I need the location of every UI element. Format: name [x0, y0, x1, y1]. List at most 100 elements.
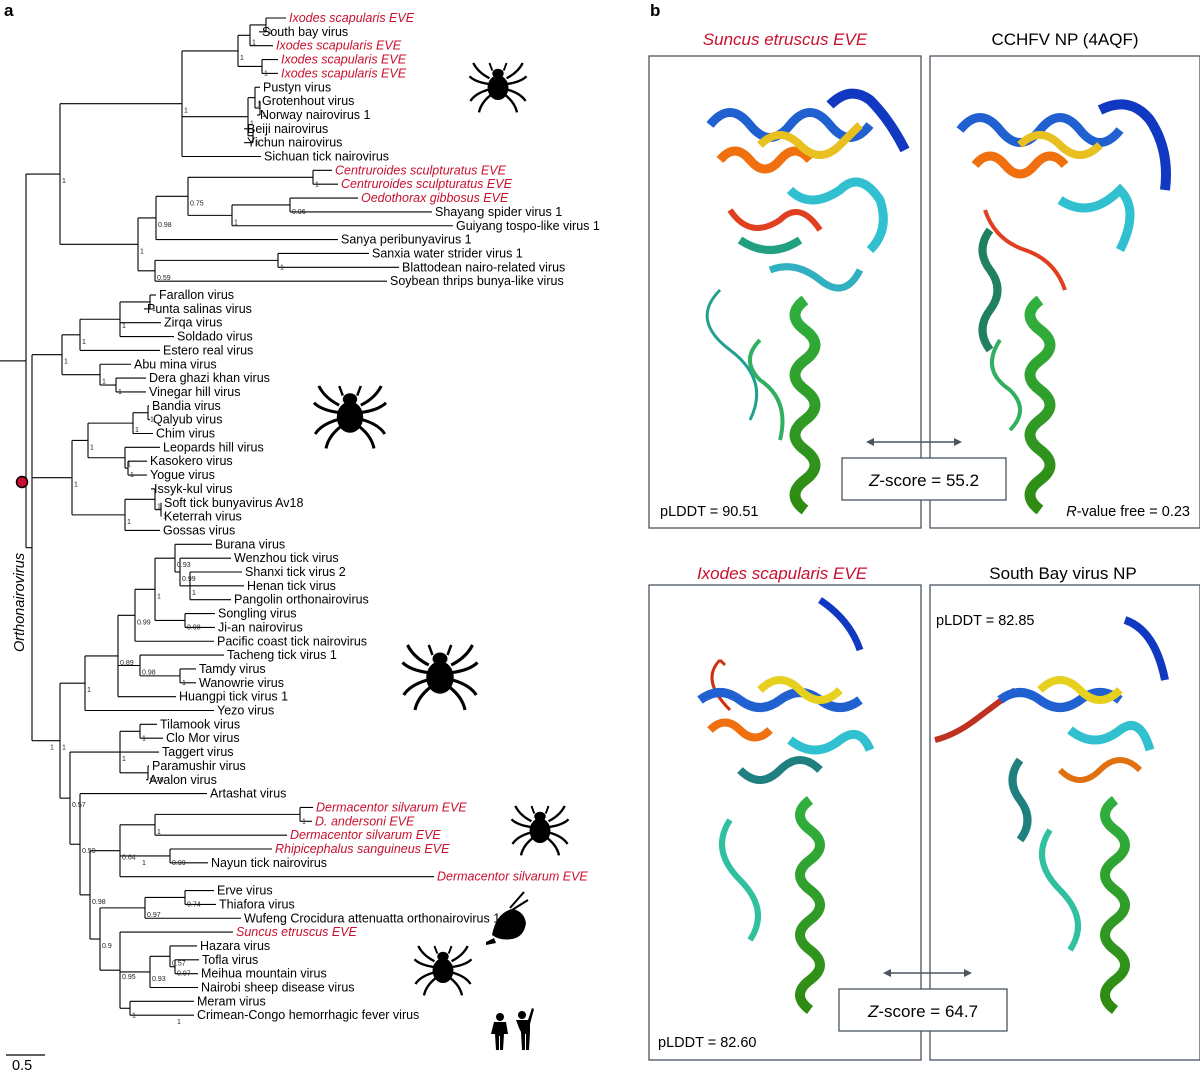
panel-b-label: b	[650, 1, 660, 20]
support-value: 1	[90, 444, 94, 451]
tree-leaf-label: Taggert virus	[162, 745, 234, 759]
support-value: 1	[262, 112, 266, 119]
tree-leaf-label: Estero real virus	[163, 343, 253, 357]
panel-title: CCHFV NP (4AQF)	[991, 30, 1138, 49]
panel-title: South Bay virus NP	[989, 564, 1136, 583]
support-value: 0.98	[142, 669, 156, 676]
tree-leaf-label: Wenzhou tick virus	[234, 551, 339, 565]
tree-leaf-label: Abu mina virus	[134, 357, 217, 371]
tree-leaf-label: Dermacentor silvarum EVE	[290, 828, 441, 842]
support-value: 0.99	[182, 576, 196, 583]
support-value: 1	[135, 427, 139, 434]
structure-panel-top-left: Suncus etruscus EVE pLDDT = 90.51	[648, 30, 922, 529]
tick-silhouette-icon	[413, 944, 473, 997]
tree-leaf-label: Suncus etruscus EVE	[236, 925, 358, 939]
tick-silhouette-icon	[312, 384, 388, 450]
support-value: 1	[132, 1012, 136, 1019]
support-value: 1	[87, 687, 91, 694]
tree-leaf-label: Ixodes scapularis EVE	[281, 66, 407, 80]
tree-leaf-label: Wanowrie virus	[199, 676, 284, 690]
tree-leaf-label: Dermacentor silvarum EVE	[316, 800, 467, 814]
tree-leaf-label: Ji-an nairovirus	[218, 620, 303, 634]
tree-leaf-label: Bandia virus	[152, 399, 221, 413]
tree-leaf-label: Farallon virus	[159, 288, 234, 302]
tree-leaf-label: Pustyn virus	[263, 80, 331, 94]
tree-leaf-label: Centruroides sculpturatus EVE	[335, 163, 507, 177]
plddt-label: pLDDT = 82.85	[936, 613, 1034, 629]
support-value: 1	[264, 70, 268, 77]
support-value: 0.89	[120, 660, 134, 667]
plddt-label: pLDDT = 90.51	[660, 504, 758, 520]
tree-leaf-label: Soybean thrips bunya-like virus	[390, 274, 564, 288]
tick-silhouette-icon	[510, 804, 570, 857]
support-value: 1	[140, 248, 144, 255]
support-value: 1	[163, 514, 167, 521]
comparison-arrow-top	[866, 438, 962, 446]
r-value-label: R-value free = 0.23	[1066, 504, 1190, 520]
tree-leaf-label: Grotenhout virus	[262, 94, 354, 108]
tree-leaf-label: Pacific coast tick nairovirus	[217, 634, 367, 648]
tree-leaf-label: Tacheng tick virus 1	[227, 648, 337, 662]
tree-leaf-label: Nayun tick nairovirus	[211, 856, 327, 870]
tree-leaf-label: Avalon virus	[149, 773, 217, 787]
support-value: 0.9	[102, 943, 112, 950]
tree-leaf-label: Nairobi sheep disease virus	[201, 981, 355, 995]
support-value: 0.76	[150, 777, 164, 784]
support-value: 1	[240, 55, 244, 62]
tree-leaf-label: Wufeng Crocidura attenuatta orthonairovi…	[244, 911, 500, 925]
tree-leaf-label: Huangpi tick virus 1	[179, 690, 288, 704]
tree-leaf-label: Crimean-Congo hemorrhagic fever virus	[197, 1008, 419, 1022]
tree-leaf-label: Shanxi tick virus 2	[245, 565, 346, 579]
tree-leaf-label: Guiyang tospo-like virus 1	[456, 219, 600, 233]
tree-leaf-label: Blattodean nairo-related virus	[402, 260, 565, 274]
tree-leaf-label: Sanxia water strider virus 1	[372, 246, 523, 260]
support-value: 1	[250, 121, 254, 128]
tree-leaf-label: Sichuan tick nairovirus	[264, 150, 389, 164]
tree-leaf-label: Thiafora virus	[219, 897, 295, 911]
tree-leaf-label: Keterrah virus	[164, 510, 242, 524]
tree-leaf-label: Yogue virus	[150, 468, 215, 482]
z-score-box-bottom: Z-score = 64.7	[838, 988, 1008, 1032]
support-value: 1	[182, 680, 186, 687]
support-value: 1	[157, 593, 161, 600]
z-score-box-top: Z-score = 55.2	[841, 457, 1007, 501]
panel-a-label: a	[4, 1, 14, 20]
support-value: 0.98	[92, 899, 106, 906]
tree-leaf-label: Tofla virus	[202, 953, 258, 967]
support-value: 0.98	[158, 222, 172, 229]
tree-leaf-label: Hazara virus	[200, 939, 270, 953]
support-value: 1	[50, 745, 54, 752]
panel-title: Suncus etruscus EVE	[703, 30, 868, 49]
tree-leaf-label: Meram virus	[197, 994, 266, 1008]
support-value: 1	[252, 39, 256, 46]
tree-leaf-label: Punta salinas virus	[147, 302, 252, 316]
tree-leaf-label: Burana virus	[215, 537, 285, 551]
support-value: 0.99	[172, 860, 186, 867]
tree-leaf-label: D. andersoni EVE	[315, 814, 415, 828]
tick-silhouette-icon	[468, 61, 528, 114]
support-value: 1	[192, 590, 196, 597]
support-value: 1	[62, 745, 66, 752]
support-value: 0.75	[190, 200, 204, 207]
support-value: 0.59	[82, 848, 96, 855]
support-value: 0.96	[292, 209, 306, 216]
svg-text:Z-score = 55.2: Z-score = 55.2	[868, 471, 979, 490]
tree-leaf-label: Yezo virus	[217, 704, 274, 718]
structure-panel-top-right: CCHFV NP (4AQF) R-value free = 0.23	[929, 30, 1200, 529]
support-value: 1	[118, 389, 122, 396]
support-value: 0.64	[122, 855, 136, 862]
tree-leaf-label: Centruroides sculpturatus EVE	[341, 177, 513, 191]
tree-leaf-label: Paramushir virus	[152, 759, 246, 773]
support-value: 0.97	[177, 971, 191, 978]
tree-leaf-label: Issyk-kul virus	[154, 482, 232, 496]
support-value: 1	[302, 818, 306, 825]
support-value: 0.74	[187, 901, 201, 908]
tree-leaf-label: Gossas virus	[163, 523, 235, 537]
tree-leaf-label: Chim virus	[156, 427, 215, 441]
support-value: 1	[64, 359, 68, 366]
tree-leaf-label: Erve virus	[217, 884, 273, 898]
tree-leaf-label: Henan tick virus	[247, 579, 336, 593]
support-value: 0.95	[122, 974, 136, 981]
